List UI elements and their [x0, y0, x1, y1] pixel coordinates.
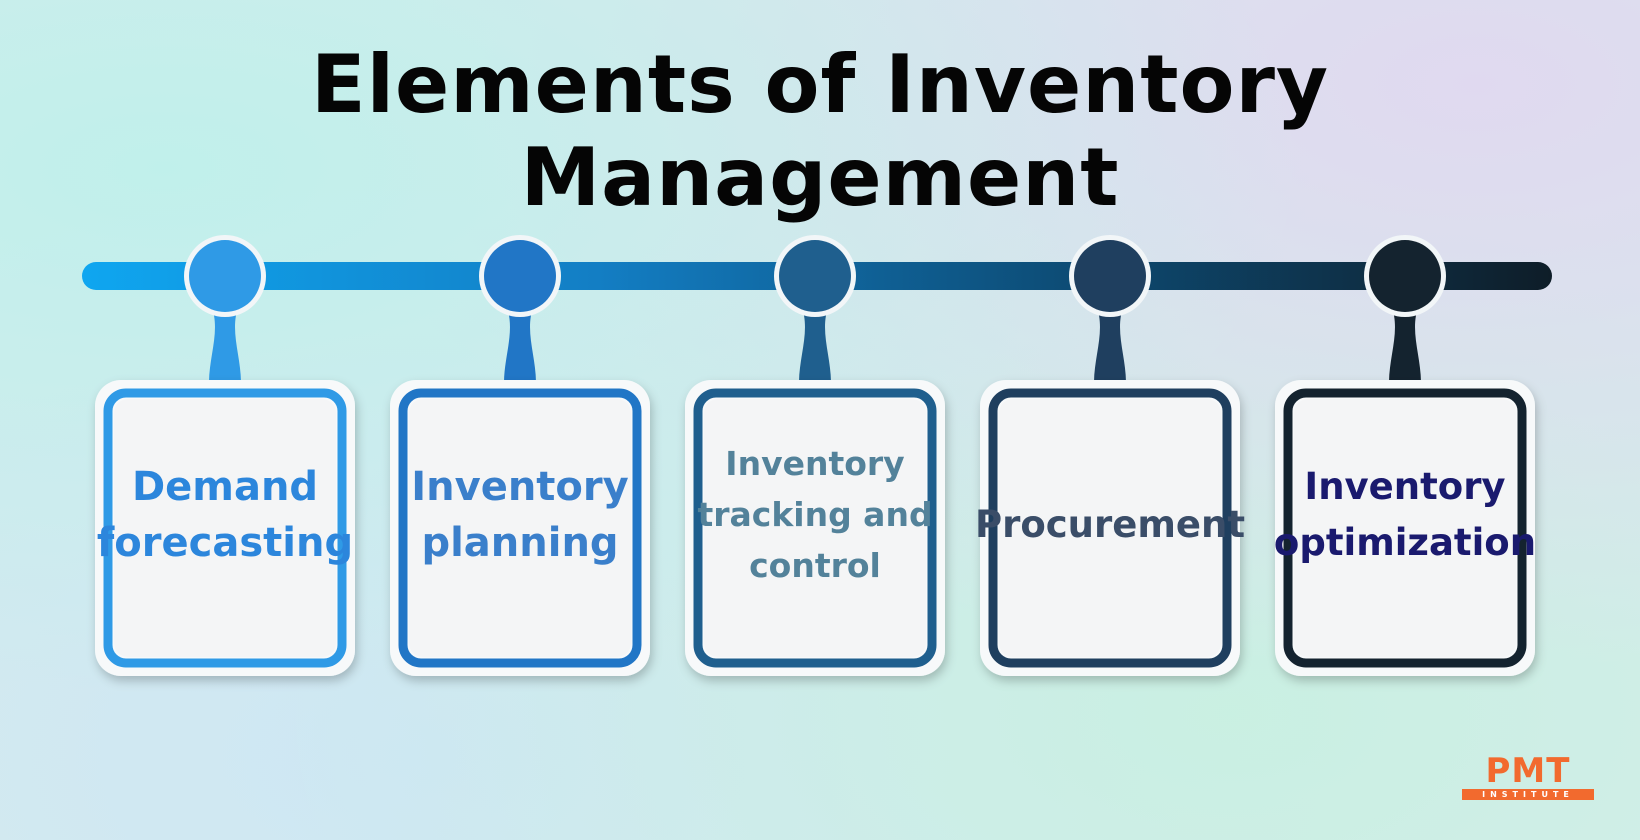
- element-label-text: Demand forecasting: [96, 464, 354, 566]
- element-label-text: Inventory planning: [411, 464, 629, 566]
- card-border: [103, 388, 347, 668]
- card-panel: [114, 399, 336, 657]
- card-border: [398, 388, 642, 668]
- card-border: [1283, 388, 1527, 668]
- node-circle: [779, 240, 851, 312]
- timeline-node-2: [390, 235, 650, 676]
- card-panel: [704, 399, 926, 657]
- card-border: [693, 388, 937, 668]
- node-circle: [189, 240, 261, 312]
- element-label-text: Procurement: [974, 503, 1246, 546]
- element-label-2: Inventory planning: [390, 455, 650, 575]
- timeline-node-1: [95, 235, 355, 676]
- card-panel: [1294, 399, 1516, 657]
- card-panel: [999, 399, 1221, 657]
- connector-stem: [1389, 305, 1421, 383]
- element-label-text: Inventory optimization: [1273, 465, 1537, 564]
- element-label-1: Demand forecasting: [95, 455, 355, 575]
- element-label-3: Inventory tracking and control: [685, 444, 945, 585]
- node-circle: [1074, 240, 1146, 312]
- logo-text: PMT: [1485, 751, 1571, 791]
- node-circle: [484, 240, 556, 312]
- timeline-node-5: [1275, 235, 1535, 676]
- connector-stem: [799, 305, 831, 383]
- node-circle: [1369, 240, 1441, 312]
- element-label-text: Inventory tracking and control: [697, 443, 933, 585]
- card-border: [988, 388, 1232, 668]
- connector-stem: [504, 305, 536, 383]
- pmt-logo: PMT INSTITUTE: [1462, 754, 1594, 800]
- connector-stem: [1094, 305, 1126, 383]
- logo-subtext: INSTITUTE: [1462, 789, 1594, 800]
- connector-stem: [209, 305, 241, 383]
- card-panel: [409, 399, 631, 657]
- element-label-5: Inventory optimization: [1273, 455, 1537, 575]
- element-label-4: Procurement: [975, 465, 1245, 585]
- timeline-node-3: [685, 235, 945, 676]
- timeline-node-4: [980, 235, 1240, 676]
- page-title: Elements of Inventory Management: [310, 38, 1330, 224]
